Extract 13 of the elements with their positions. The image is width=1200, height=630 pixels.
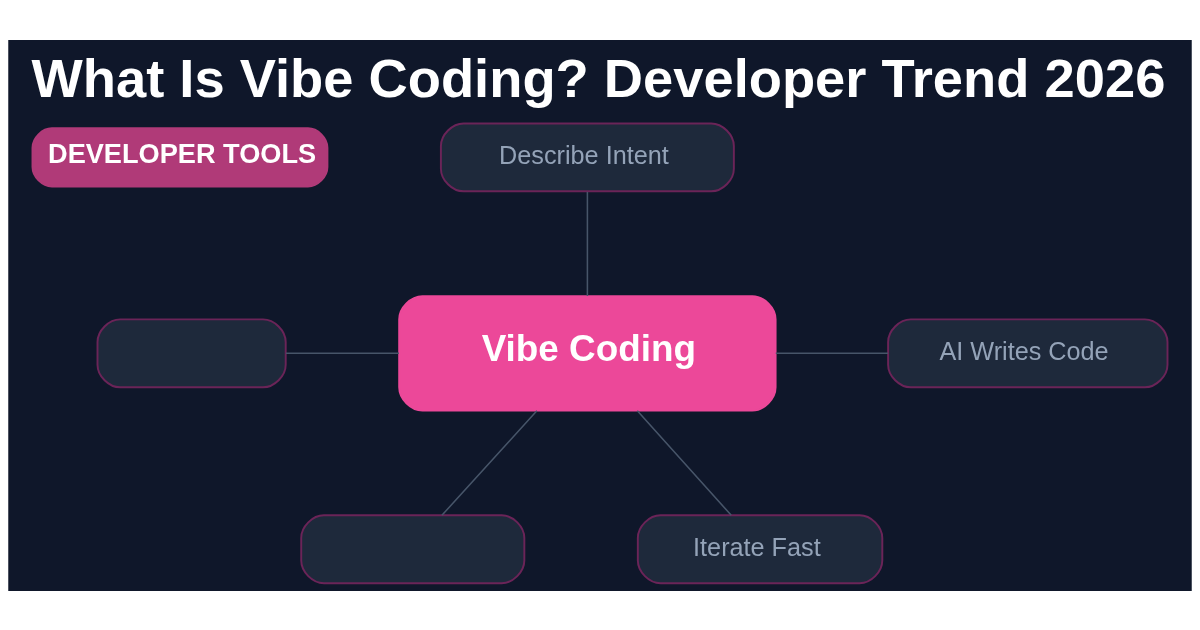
node-box <box>300 513 526 584</box>
node-box: DEVELOPER TOOLS <box>31 126 329 187</box>
node-box: Iterate Fast <box>636 513 884 584</box>
node-box: Vibe Coding <box>398 294 777 412</box>
connector <box>775 352 889 354</box>
node-box <box>96 317 287 388</box>
connector <box>441 409 538 516</box>
node-box: Describe Intent <box>439 121 735 192</box>
connector <box>636 409 733 516</box>
connector <box>285 352 400 354</box>
connector <box>586 190 589 297</box>
node-box: AI Writes Code <box>887 317 1169 388</box>
diagram-title: What Is Vibe Coding? Developer Trend 2026 <box>31 47 1166 109</box>
